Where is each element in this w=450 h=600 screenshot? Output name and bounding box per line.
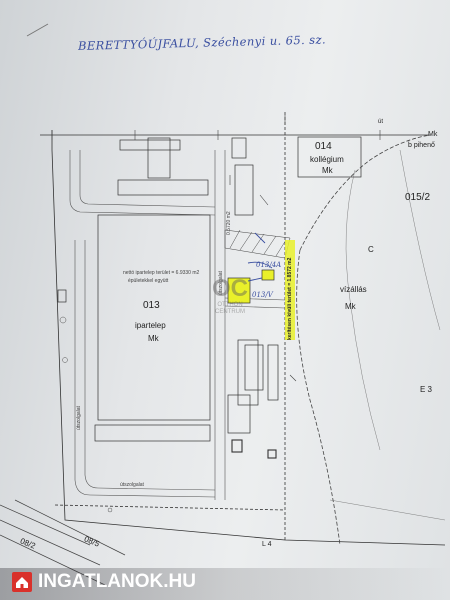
roads: [69, 150, 286, 500]
ink-marks: [247, 232, 273, 282]
markers: [59, 316, 113, 513]
net-area-note: nettó ipartelep terület = 6.9330 m2: [123, 270, 200, 276]
net-area-note-2: épületekkel együtt: [128, 278, 169, 284]
parcel-014-code: Mk: [322, 166, 333, 175]
parcel-c-code: Mk: [345, 302, 356, 311]
parcel-e3: E 3: [420, 385, 433, 394]
parcel-013-code: Mk: [148, 334, 159, 343]
buildings: [57, 136, 362, 459]
boundary-ticks: [51, 115, 381, 382]
water-area-boundary: [296, 134, 431, 546]
ingatlanok-logo[interactable]: INGATLANOK.HU: [12, 571, 196, 593]
handwritten-013-4a: 013/4A: [256, 261, 282, 269]
footer-bar: INGATLANOK.HU: [0, 568, 450, 600]
parcel-c-letter: C: [368, 245, 374, 254]
otthon-centrum-watermark: OC OTTHON CENTRUM: [200, 276, 260, 316]
terrain-lines: [329, 149, 446, 521]
brand-name: INGATLANOK.HU: [38, 571, 196, 592]
scan-mark: [26, 23, 49, 37]
parcel-013-name: ipartelep: [135, 321, 166, 330]
outside-fence-area-note: kerítésen kívüli terület = 1.8572 m2: [287, 257, 293, 340]
watermark-letters: OC: [212, 275, 248, 302]
watermark-line-2: CENTRUM: [215, 309, 245, 315]
parcel-013-number: 013: [143, 300, 160, 311]
easement-label-3: útszolgalat: [120, 482, 144, 488]
parcel-015-2: 015/2: [405, 192, 431, 203]
parcel-014-name: kollégium: [310, 155, 344, 164]
parcel-rest-area: b pihenő: [408, 142, 435, 149]
parcel-014-number: 014: [315, 141, 332, 152]
road-strip-08: [0, 499, 126, 586]
watermark-line-1: OTTHON: [217, 302, 243, 308]
road-label-ut: út: [378, 119, 384, 125]
outer-boundary: [40, 112, 446, 546]
parcel-c-name: vízállás: [340, 285, 367, 294]
hatched-area: [224, 229, 291, 259]
handwritten-013-v: 013/V: [252, 291, 273, 299]
highlighted-parcels: [227, 240, 295, 340]
parcel-l4: L 4: [262, 541, 272, 548]
parcel-mk-code: Mk: [428, 131, 438, 138]
house-icon: [12, 572, 32, 592]
easement-label-2: útszolgalat: [76, 406, 82, 430]
measure-note: 0.5720 m2: [226, 211, 232, 235]
